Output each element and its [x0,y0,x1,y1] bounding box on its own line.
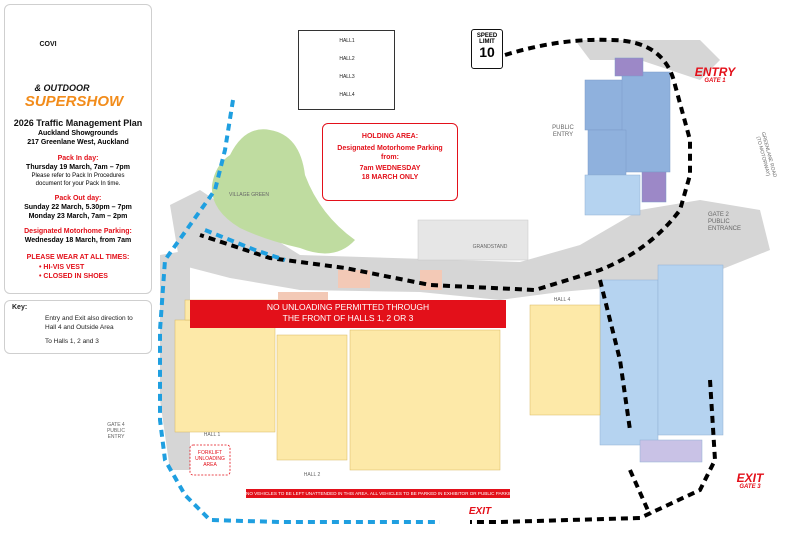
upper-halls [584,57,671,203]
blue-route [158,99,440,524]
forklift-line1: FORKLIFT [197,450,223,456]
key-blue-label: To Halls 1, 2 and 3 [45,338,99,345]
forklift-area-box [189,444,231,476]
key-black-line1: Entry and Exit also direction to [45,315,133,322]
logo-line1: & OUTDOOR [34,83,90,93]
gate4-line1: GATE 4 [107,422,125,428]
exit-right-gate: GATE 3 [739,484,761,490]
forklift-line2: UNLOADING [195,455,225,462]
gate4-line3: ENTRY [107,433,125,440]
pack-out-heading: Pack Out day: [54,195,102,202]
grandstand-label: GRANDSTAND [472,244,508,250]
hall4-stands [529,304,601,416]
village-green-label: VILLAGE GREEN [228,192,269,198]
map-key: Key: Entry and Exit also direction to Ha… [4,300,152,354]
holding-line3: from: [381,153,399,161]
exit-gate3-sign: EXIT GATE 3 [728,472,772,490]
wear-item-1-text: HI-VIS VEST [43,264,85,271]
speed-limit-sign: SPEED LIMIT 10 [471,29,503,69]
holding-line4: 7am WEDNESDAY [359,165,421,173]
wear-item-2: • CLOSED IN SHOES [39,273,108,280]
entry-gate: GATE 1 [704,78,726,84]
speed-line2: LIMIT [479,39,495,45]
motorhome-date: Wednesday 18 March, from 7am [24,237,132,244]
yellow-halls [174,299,501,471]
holding-line2: Designated Motorhome Parking [337,144,443,152]
plan-title: 2026 Traffic Management Plan [13,118,143,128]
pack-out-date1: Sunday 22 March, 5.30pm – 7pm [24,204,132,211]
entry-label: ENTRY [694,65,736,79]
no-unloading-banner: NO UNLOADING PERMITTED THROUGH THE FRONT… [190,300,506,328]
exit-right-label: EXIT [736,471,764,485]
hall-legend-3: HALL3 [339,74,355,80]
key-black-line2: Hall 4 and Outside Area [45,324,114,331]
holding-line1: HOLDING AREA: [361,133,419,140]
banner-line2: THE FRONT OF HALLS 1, 2 OR 3 [282,313,414,323]
hall-legend-4: HALL4 [339,92,355,98]
hall-legend-1: HALL1 [339,38,355,44]
bottom-notice: NO VEHICLES TO BE LEFT UNATTENDED IN THI… [246,489,518,498]
gate2-line3: ENTRANCE [708,225,742,232]
gate4-line2: PUBLIC [106,427,126,434]
holding-area-notice: HOLDING AREA: Designated Motorhome Parki… [322,123,458,201]
gate2-line1: GATE 2 [708,212,729,218]
hall2-label: HALL 2 [303,472,321,478]
pack-out-date2: Monday 23 March, 7am – 2pm [28,213,128,220]
entry-sign: ENTRY GATE 1 [690,66,740,84]
key-heading: Key: [12,304,28,311]
public-entry-line2: ENTRY [552,131,574,138]
motorhome-heading: Designated Motorhome Parking: [24,228,132,235]
forklift-line3: AREA [203,461,217,468]
pack-in-heading: Pack In day: [57,155,99,162]
info-panel: COVI & OUTDOOR SUPERSHOW 2026 Traffic Ma… [4,4,152,294]
venue-line2: 217 Greenlane West, Auckland [27,139,129,146]
wear-item-2-text: CLOSED IN SHOES [43,273,108,280]
speed-value: 10 [479,44,495,60]
hall-legend-2: HALL2 [339,56,355,62]
public-entry-line1: PUBLIC [552,125,574,131]
pack-in-note2: document for your Pack In time. [35,181,121,187]
holding-line5: 18 MARCH ONLY [361,174,419,181]
hall4-label: HALL 4 [553,297,571,303]
banner-line1: NO UNLOADING PERMITTED THROUGH [266,302,430,312]
logo-brand-small: COVI [39,41,57,48]
village-green [211,129,355,254]
exit-bottom-sign: EXIT [468,506,492,517]
black-route [199,37,718,524]
gate2-line2: PUBLIC [708,218,730,225]
hall1-label: HALL 1 [203,432,221,438]
speed-line1: SPEED [476,33,498,39]
logo-line2: SUPERSHOW [24,93,124,110]
wear-heading: PLEASE WEAR AT ALL TIMES: [26,254,130,261]
hall-direction-legend: HALL1 HALL2 HALL3 HALL4 [298,30,395,110]
venue-line1: Auckland Showgrounds [37,130,119,137]
grandstand [417,219,529,261]
pack-in-date: Thursday 19 March, 7am – 7pm [26,164,130,171]
pack-in-note1: Please refer to Pack In Procedures [31,173,125,179]
wear-item-1: • HI-VIS VEST [39,264,85,271]
